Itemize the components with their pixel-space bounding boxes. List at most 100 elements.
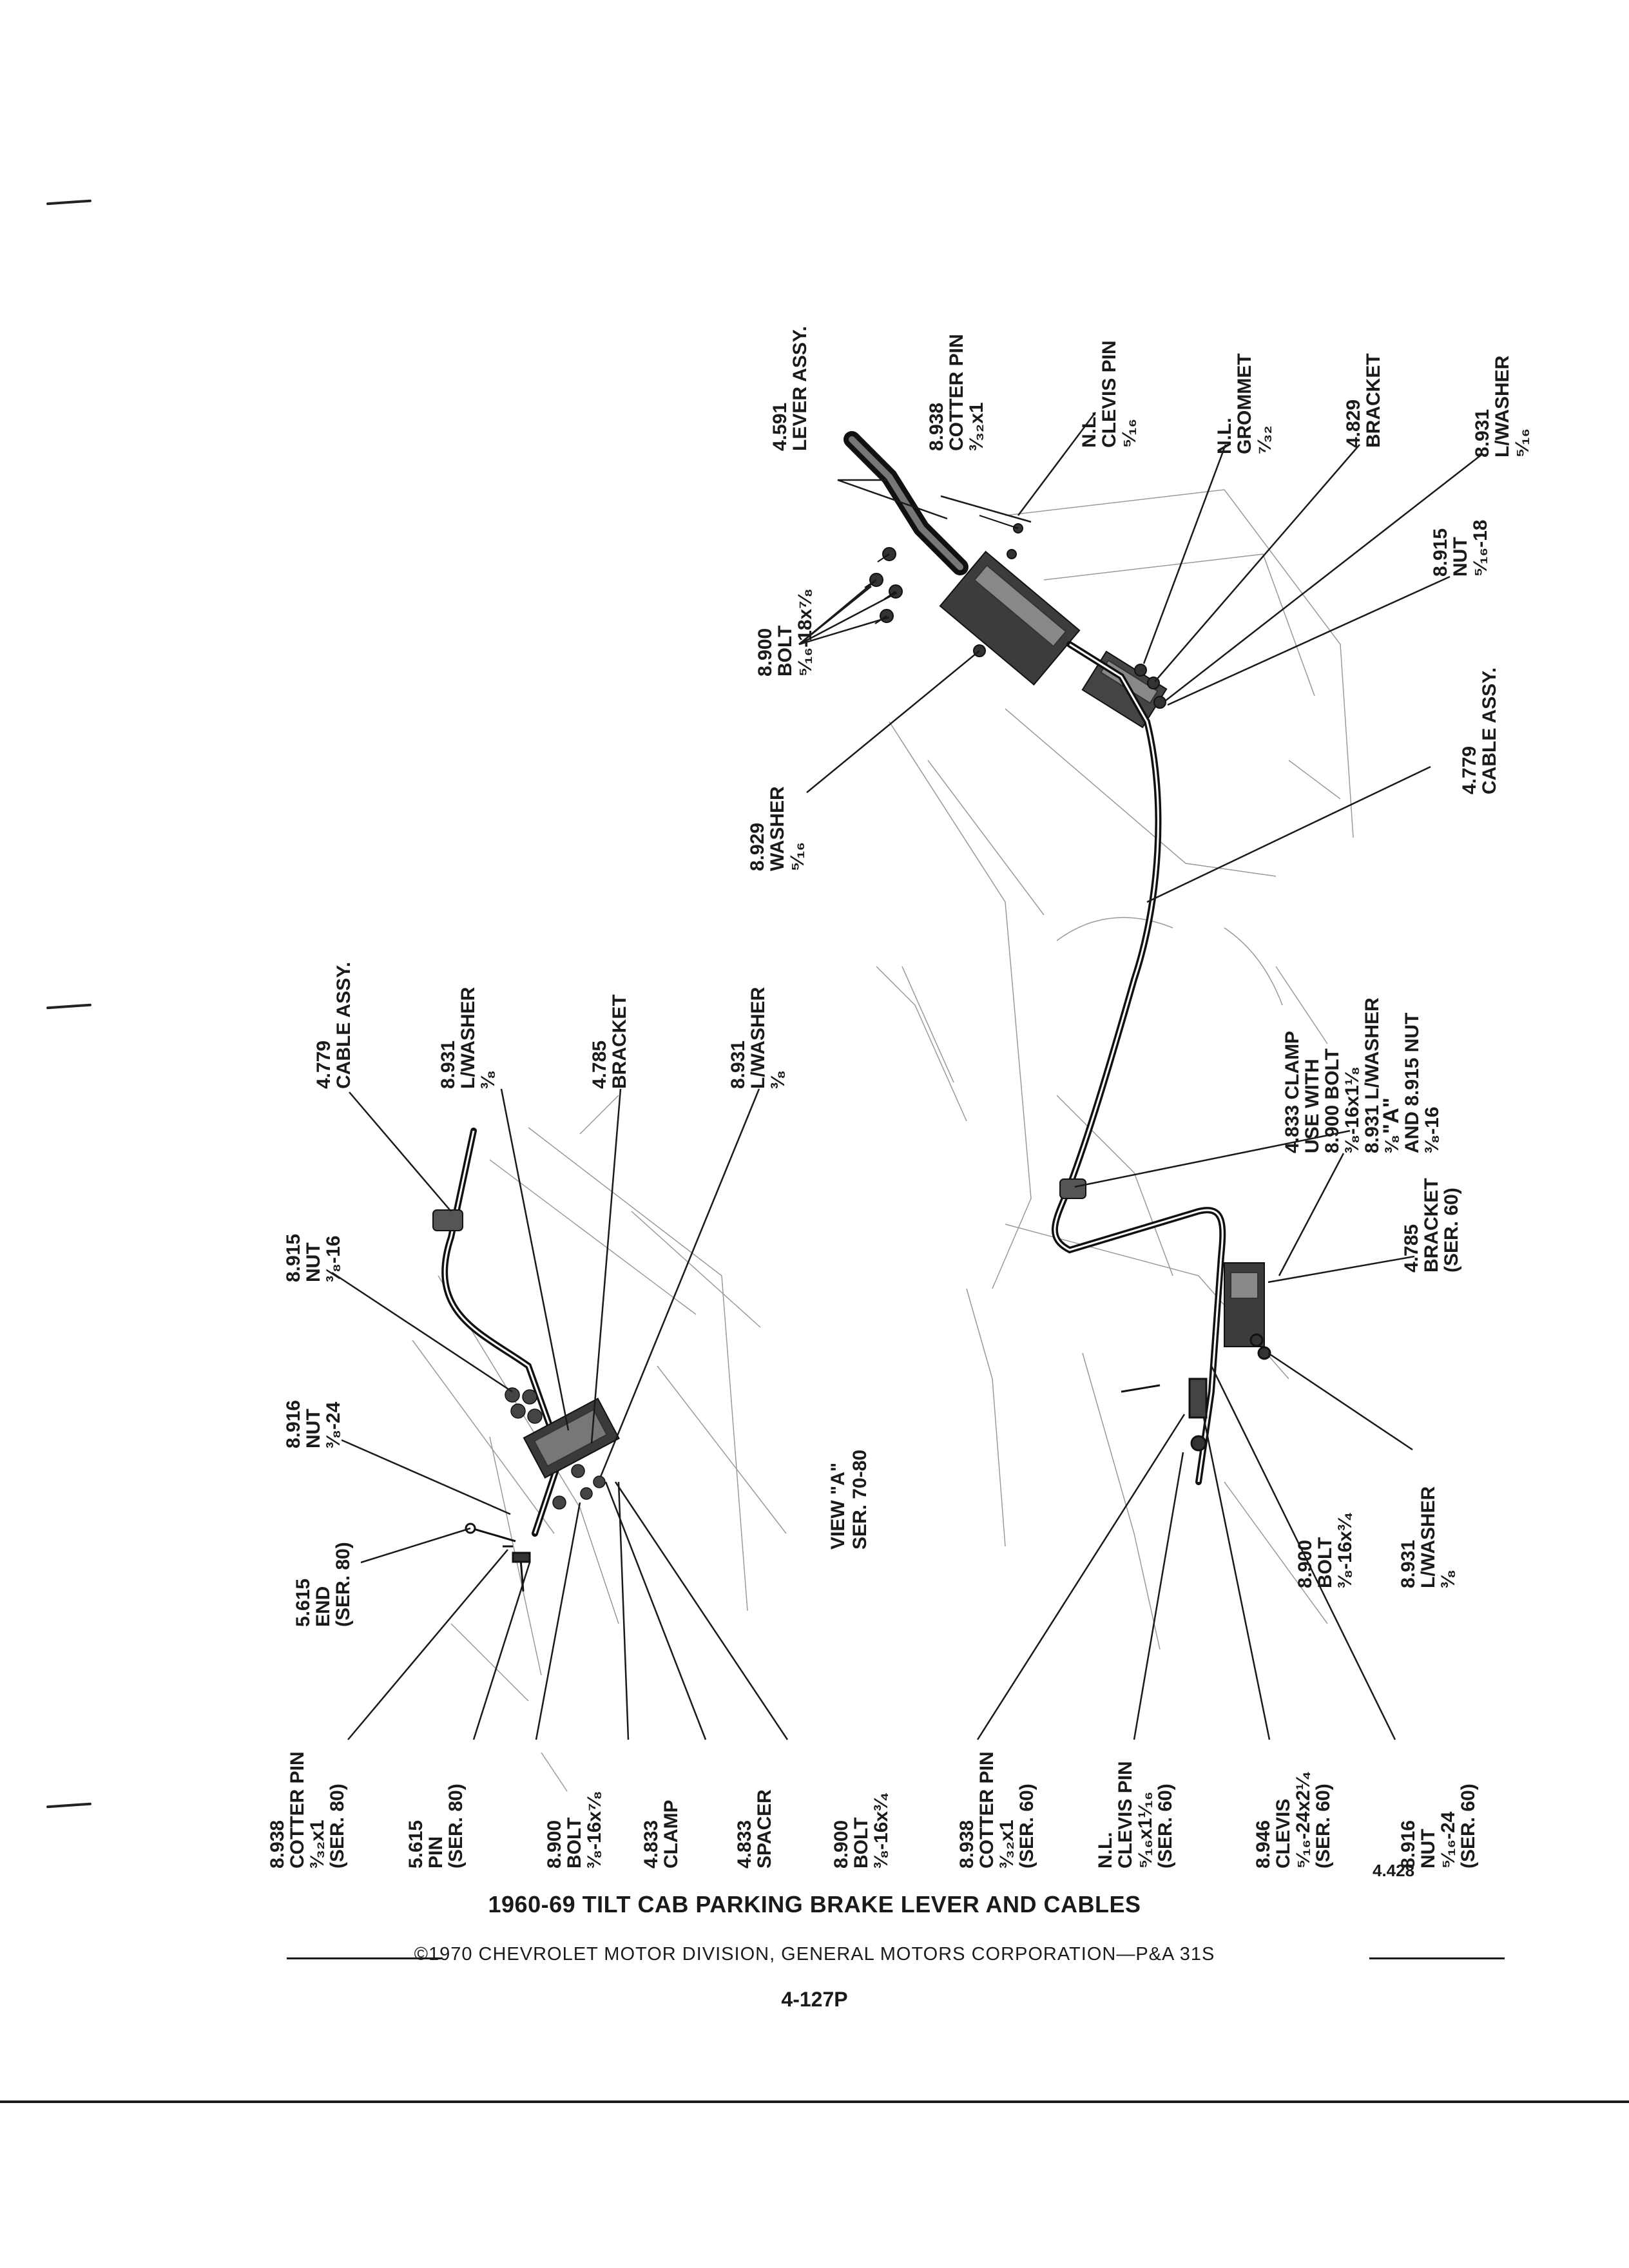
callout-r15-line-1: 8.938 <box>926 403 947 451</box>
callout-r4-line-3: ⁵⁄₁₆-24x2¹⁄₄ <box>1293 1771 1314 1869</box>
callout-r9-line-2: USE WITH <box>1302 1059 1323 1153</box>
callout-r9-line-8: ³⁄₈-16 <box>1422 1107 1443 1153</box>
callout-r16-line-2: CLEVIS PIN <box>1099 340 1120 448</box>
callout-r7-line-2: L/WASHER <box>1418 1486 1439 1588</box>
callout-r2-line-3: ³⁄₃₂x1 <box>996 1820 1017 1869</box>
callout-l2-line-1: 5.615 <box>405 1820 427 1869</box>
callout-r3-line-4: (SER. 60) <box>1155 1783 1176 1869</box>
callout-r19-line-3: ⁵⁄₁₆ <box>1512 428 1533 457</box>
callout-r9-line-6: ³⁄₈ <box>1382 1135 1403 1153</box>
left-illustration <box>412 1095 787 1792</box>
callout-l6-line-2: END <box>313 1586 334 1627</box>
lever-bracket-fasteners <box>979 515 1166 709</box>
page-bottom-rule <box>0 2100 1629 2103</box>
page-number: 4-127P <box>781 1988 848 2011</box>
right-clevis <box>1121 1333 1271 1452</box>
callout-l5-line-1: 4.833 <box>734 1820 755 1869</box>
callout-r4-line-1: 8.946 <box>1253 1820 1274 1869</box>
lever-assembly <box>843 431 1081 686</box>
copyright-rule-left <box>287 1957 441 1959</box>
callout-l10-line-1: 8.931 <box>438 1041 459 1089</box>
callout-r17-line-2: GROMMET <box>1234 353 1255 454</box>
callout-r5-line-3: ⁵⁄₁₆-24 <box>1438 1811 1459 1869</box>
callout-r14-line-1: 4.591 <box>769 403 791 451</box>
callout-l9-line-2: CABLE ASSY. <box>333 962 354 1089</box>
callout-r5-line-4: (SER. 60) <box>1458 1783 1479 1869</box>
callout-r2-line-2: COTTER PIN <box>976 1751 998 1869</box>
left-bracket <box>523 1398 620 1479</box>
callout-r8-line-1: 4.785 <box>1401 1224 1422 1273</box>
callout-r13-line-2: NUT <box>1450 537 1471 577</box>
callout-r2-line-1: 8.938 <box>956 1820 978 1869</box>
figure-title: 1960-69 TILT CAB PARKING BRAKE LEVER AND… <box>488 1891 1141 1917</box>
callout-r4-line-2: CLEVIS <box>1273 1799 1294 1869</box>
right-bracket-ser60 <box>1224 1262 1265 1347</box>
left-cable-clamp <box>432 1209 463 1231</box>
callout-r8-line-2: BRACKET <box>1421 1178 1442 1273</box>
callout-r9-line-1: 4.833 CLAMP <box>1282 1031 1303 1153</box>
callout-r9-line-4: ³⁄₈-16x1¹⁄₈ <box>1342 1066 1363 1153</box>
view-label-line-2: SER. 70-80 <box>849 1450 871 1550</box>
callout-l1-line-4: (SER. 80) <box>327 1783 348 1869</box>
callout-r19-line-1: 8.931 <box>1472 409 1493 457</box>
callout-r11-line-2: CABLE ASSY. <box>1479 668 1500 794</box>
figure-number: 4.428 <box>1373 1861 1415 1880</box>
right-cable-clamp <box>1059 1178 1086 1199</box>
callout-r10-line-1: 8.929 <box>747 823 768 871</box>
callout-l8-line-2: NUT <box>303 1242 324 1282</box>
callout-l6-line-3: (SER. 80) <box>333 1542 354 1627</box>
callout-r9-line-3: 8.900 BOLT <box>1322 1048 1343 1153</box>
callout-r1-line-2: BOLT <box>851 1818 872 1869</box>
leader-lines <box>331 412 1483 1740</box>
callout-l2-line-2: PIN <box>425 1836 447 1869</box>
callout-r15-line-2: COTTER PIN <box>946 334 967 451</box>
left-fasteners <box>505 1387 606 1510</box>
callout-l7-line-2: NUT <box>303 1408 324 1448</box>
callout-l7-line-3: ³⁄₈-24 <box>323 1401 344 1448</box>
callout-l11-line-1: 4.785 <box>589 1041 610 1089</box>
callout-r3-line-2: CLEVIS PIN <box>1115 1761 1136 1869</box>
callout-l3-line-1: 8.900 <box>544 1820 565 1869</box>
callout-r7-line-1: 8.931 <box>1398 1540 1419 1588</box>
callout-l10-line-3: ³⁄₈ <box>477 1070 499 1089</box>
left-pin-end <box>465 1523 531 1592</box>
callout-l11-line-2: BRACKET <box>609 994 630 1089</box>
right-frame-sketch <box>876 489 1354 1650</box>
callout-r2-line-4: (SER. 60) <box>1016 1783 1037 1869</box>
callout-r13-line-3: ⁵⁄₁₆-18 <box>1470 520 1491 577</box>
callout-l4-line-2: CLAMP <box>660 1800 682 1869</box>
callout-l1-line-2: COTTER PIN <box>287 1751 308 1869</box>
callout-l5-line-2: SPACER <box>754 1789 775 1869</box>
callout-r12-line-3: ⁵⁄₁₆-18x⁷⁄₈ <box>795 588 816 677</box>
callout-r18-line-1: 4.829 <box>1343 399 1364 448</box>
callout-r16-line-3: ⁵⁄₁₆ <box>1119 419 1140 448</box>
callout-r18-line-2: BRACKET <box>1363 353 1384 448</box>
callout-r4-line-4: (SER. 60) <box>1313 1783 1334 1869</box>
view-marker: "A" <box>1379 1097 1403 1134</box>
callout-r17-line-1: N.L. <box>1214 418 1235 454</box>
callout-r1-line-3: ³⁄₈-16x³⁄₄ <box>871 1792 892 1869</box>
callout-r5-line-1: 8.916 <box>1398 1820 1419 1869</box>
callout-l12-line-1: 8.931 <box>728 1041 749 1089</box>
callout-r6-line-2: BOLT <box>1315 1537 1336 1588</box>
callout-l4-line-1: 4.833 <box>641 1820 662 1869</box>
callout-r10-line-2: WASHER <box>767 786 788 871</box>
callout-r16-line-1: N.L. <box>1079 411 1100 448</box>
